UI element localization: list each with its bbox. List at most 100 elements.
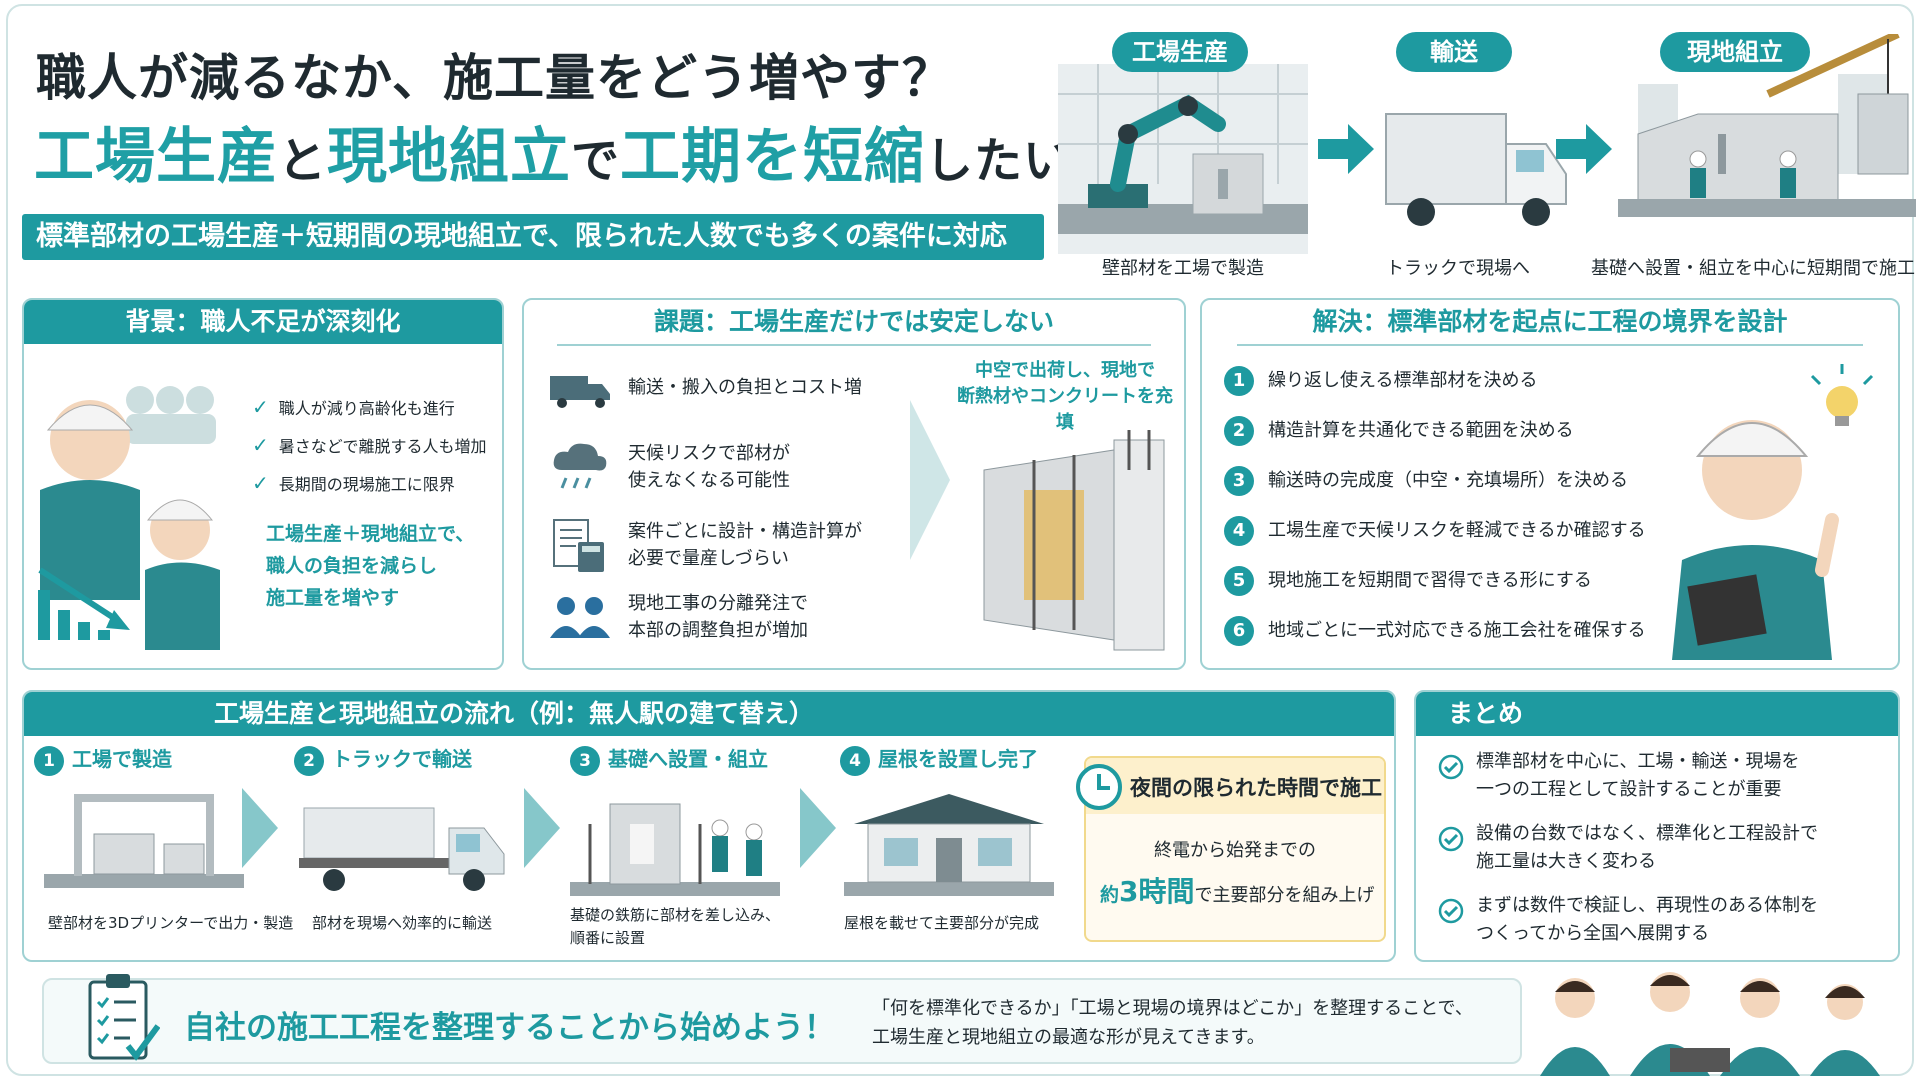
night-work-callout: 夜間の限られた時間で施工 終電から始発までの 約3時間で主要部分を組み上げ: [1076, 756, 1386, 942]
highlight-line: 職人の負担を減らし: [266, 555, 438, 577]
summary-line: つくってから全国へ展開する: [1476, 923, 1710, 944]
clipboard-check-icon: [88, 974, 160, 1061]
assembly-step-illustration: [570, 803, 780, 896]
page-frame: [6, 4, 1914, 1076]
night-title: 夜間の限られた時間で施工: [1130, 776, 1382, 800]
night-title-band: [1086, 758, 1384, 814]
clock-icon: [1076, 764, 1122, 810]
issue-text: 現地工事の分離発注で 本部の調整負担が増加: [628, 590, 808, 644]
step-caption: 基礎の鉄筋に部材を差し込み、 順番に設置: [570, 904, 780, 950]
step-number: 6: [1224, 616, 1254, 646]
check-circle-icon: [1438, 826, 1464, 852]
step-title-text: トラックで輸送: [332, 747, 472, 771]
issue-line: 本部の調整負担が増加: [628, 620, 808, 641]
stage-caption-transport: トラックで現場へ: [1386, 258, 1530, 279]
night-line2-text: で主要部分を組み上げ: [1194, 885, 1375, 906]
assembly-illustration: [1618, 30, 1916, 254]
rain-cloud-icon: [553, 443, 607, 489]
step-number: 1: [1224, 366, 1254, 396]
stage-caption-assembly: 基礎へ設置・組立を中心に短期間で施工: [1591, 258, 1915, 279]
step-number: 3: [1224, 466, 1254, 496]
highlight-line: 施工量を増やす: [266, 587, 400, 609]
summary-line: 標準部材を中心に、工場・輸送・現場を: [1476, 751, 1800, 772]
header-flow: 工場生産 壁部材を工場で製造 輸送 トラックで現場へ 現地組立 基礎へ設置・組立…: [1058, 24, 1916, 284]
issue-text: 案件ごとに設計・構造計算が 必要で量産しづらい: [628, 518, 862, 572]
calculator-icon: [553, 519, 604, 572]
check-text: 暑さなどで離脱する人も増加: [278, 437, 487, 456]
summary-line: 設備の台数ではなく、標準化と工程設計で: [1476, 823, 1818, 844]
chevron-right-icon: [910, 400, 950, 560]
truck-illustration: [1376, 94, 1576, 244]
issue-item: 輸送・搬入の負担とコスト増: [548, 368, 928, 428]
night-line1: 終電から始発までの: [1154, 840, 1316, 861]
footer-line: 「何を標準化できるか」「工場と現場の境界はどこか」を整理することで、: [872, 998, 1473, 1019]
footer-text: 「何を標準化できるか」「工場と現場の境界はどこか」を整理することで、 工場生産と…: [872, 994, 1473, 1052]
flatbed-truck-illustration: [299, 807, 505, 891]
process-heading: 工場生産と現地組立の流れ（例：無人駅の建て替え）: [24, 692, 1394, 736]
summary-heading: まとめ: [1416, 692, 1898, 736]
headline-part: 工期を短縮: [620, 122, 926, 192]
summary-line: まずは数件で検証し、再現性のある体制を: [1476, 895, 1818, 916]
team-illustration: [1520, 968, 1910, 1076]
hollow-wall-illustration: [964, 430, 1176, 660]
summary-line: 一つの工程として設計することが重要: [1476, 779, 1782, 800]
headline-part: 工場生産: [34, 122, 278, 192]
step-number: 2: [1224, 416, 1254, 446]
check-item: ✓ 暑さなどで離脱する人も増加: [252, 426, 486, 464]
summary-text: 標準部材を中心に、工場・輸送・現場を 一つの工程として設計することが重要: [1476, 748, 1799, 804]
stage-label-factory: 工場生産: [1112, 32, 1248, 72]
check-text: 長期間の現場施工に限界: [278, 475, 455, 494]
solution-text: 構造計算を共通化できる範囲を決める: [1268, 420, 1574, 441]
solution-text: 現地施工を短期間で習得できる形にする: [1268, 570, 1592, 591]
footer-banner: 自社の施工工程を整理することから始めよう！ 「何を標準化できるか」「工場と現場の…: [42, 974, 1522, 1064]
issue-line: 必要で量産しづらい: [628, 548, 789, 569]
worried-workers-illustration: [30, 360, 250, 660]
check-circle-icon: [1438, 754, 1464, 780]
check-circle-icon: [1438, 898, 1464, 924]
chevron-right-icon: [242, 788, 278, 868]
step-caption: 壁部材を3Dプリンターで出力・製造: [48, 914, 294, 932]
step-number: 4: [1224, 516, 1254, 546]
headline-part: と: [278, 133, 328, 189]
issue-line: 案件ごとに設計・構造計算が: [628, 521, 862, 542]
step-caption: 屋根を載せて主要部分が完成: [844, 914, 1040, 932]
solution-item: 5 現地施工を短期間で習得できる形にする: [1224, 566, 1646, 616]
check-item: ✓長期間の現場施工に限界: [252, 464, 486, 502]
check-icon: ✓: [252, 433, 269, 457]
step-caption: 部材を現場へ効率的に輸送: [312, 914, 493, 932]
solution-heading: 解決：標準部材を起点に工程の境界を設計: [1202, 300, 1898, 344]
issues-card: 課題：工場生産だけでは安定しない 輸送・搬入の負担とコスト増 天候リスクで部材が…: [522, 298, 1186, 670]
arrow-icon: [1556, 124, 1612, 174]
chevron-right-icon: [524, 788, 560, 868]
background-heading: 背景：職人不足が深刻化: [24, 300, 502, 344]
solution-item: 3 輸送時の完成度（中空・充填場所）を決める: [1224, 466, 1646, 516]
issue-line: 天候リスクで部材が: [628, 443, 790, 464]
step-title-text: 屋根を設置し完了: [878, 747, 1038, 771]
summary-text: 設備の台数ではなく、標準化と工程設計で 施工量は大きく変わる: [1476, 820, 1818, 876]
background-highlight: 工場生産＋現地組立で、 職人の負担を減らし 施工量を増やす: [266, 518, 474, 614]
highlight-line: 工場生産＋現地組立で、: [266, 523, 475, 545]
headline-part: で: [571, 133, 621, 189]
station-illustration: [844, 794, 1054, 896]
background-card: 背景：職人不足が深刻化 ✓職人が減り高齢化も進行 ✓暑さなどで離脱する人も増加 …: [22, 298, 504, 670]
issue-item: 案件ごとに設計・構造計算が 必要で量産しづらい: [548, 518, 928, 578]
night-line2: 約3時間で主要部分を組み上げ: [1100, 870, 1375, 910]
summary-text: まずは数件で検証し、再現性のある体制を つくってから全国へ展開する: [1476, 892, 1818, 948]
solution-text: 輸送時の完成度（中空・充填場所）を決める: [1268, 470, 1628, 491]
check-icon: ✓: [252, 395, 269, 419]
callout-line: 断熱材やコンクリートを充填: [957, 386, 1173, 433]
issue-line: 使えなくなる可能性: [628, 470, 790, 491]
issue-line: 現地工事の分離発注で: [628, 593, 808, 614]
check-text: 職人が減り高齢化も進行: [278, 399, 455, 418]
step-number: 5: [1224, 566, 1254, 596]
stage-label-transport: 輸送: [1396, 32, 1512, 72]
